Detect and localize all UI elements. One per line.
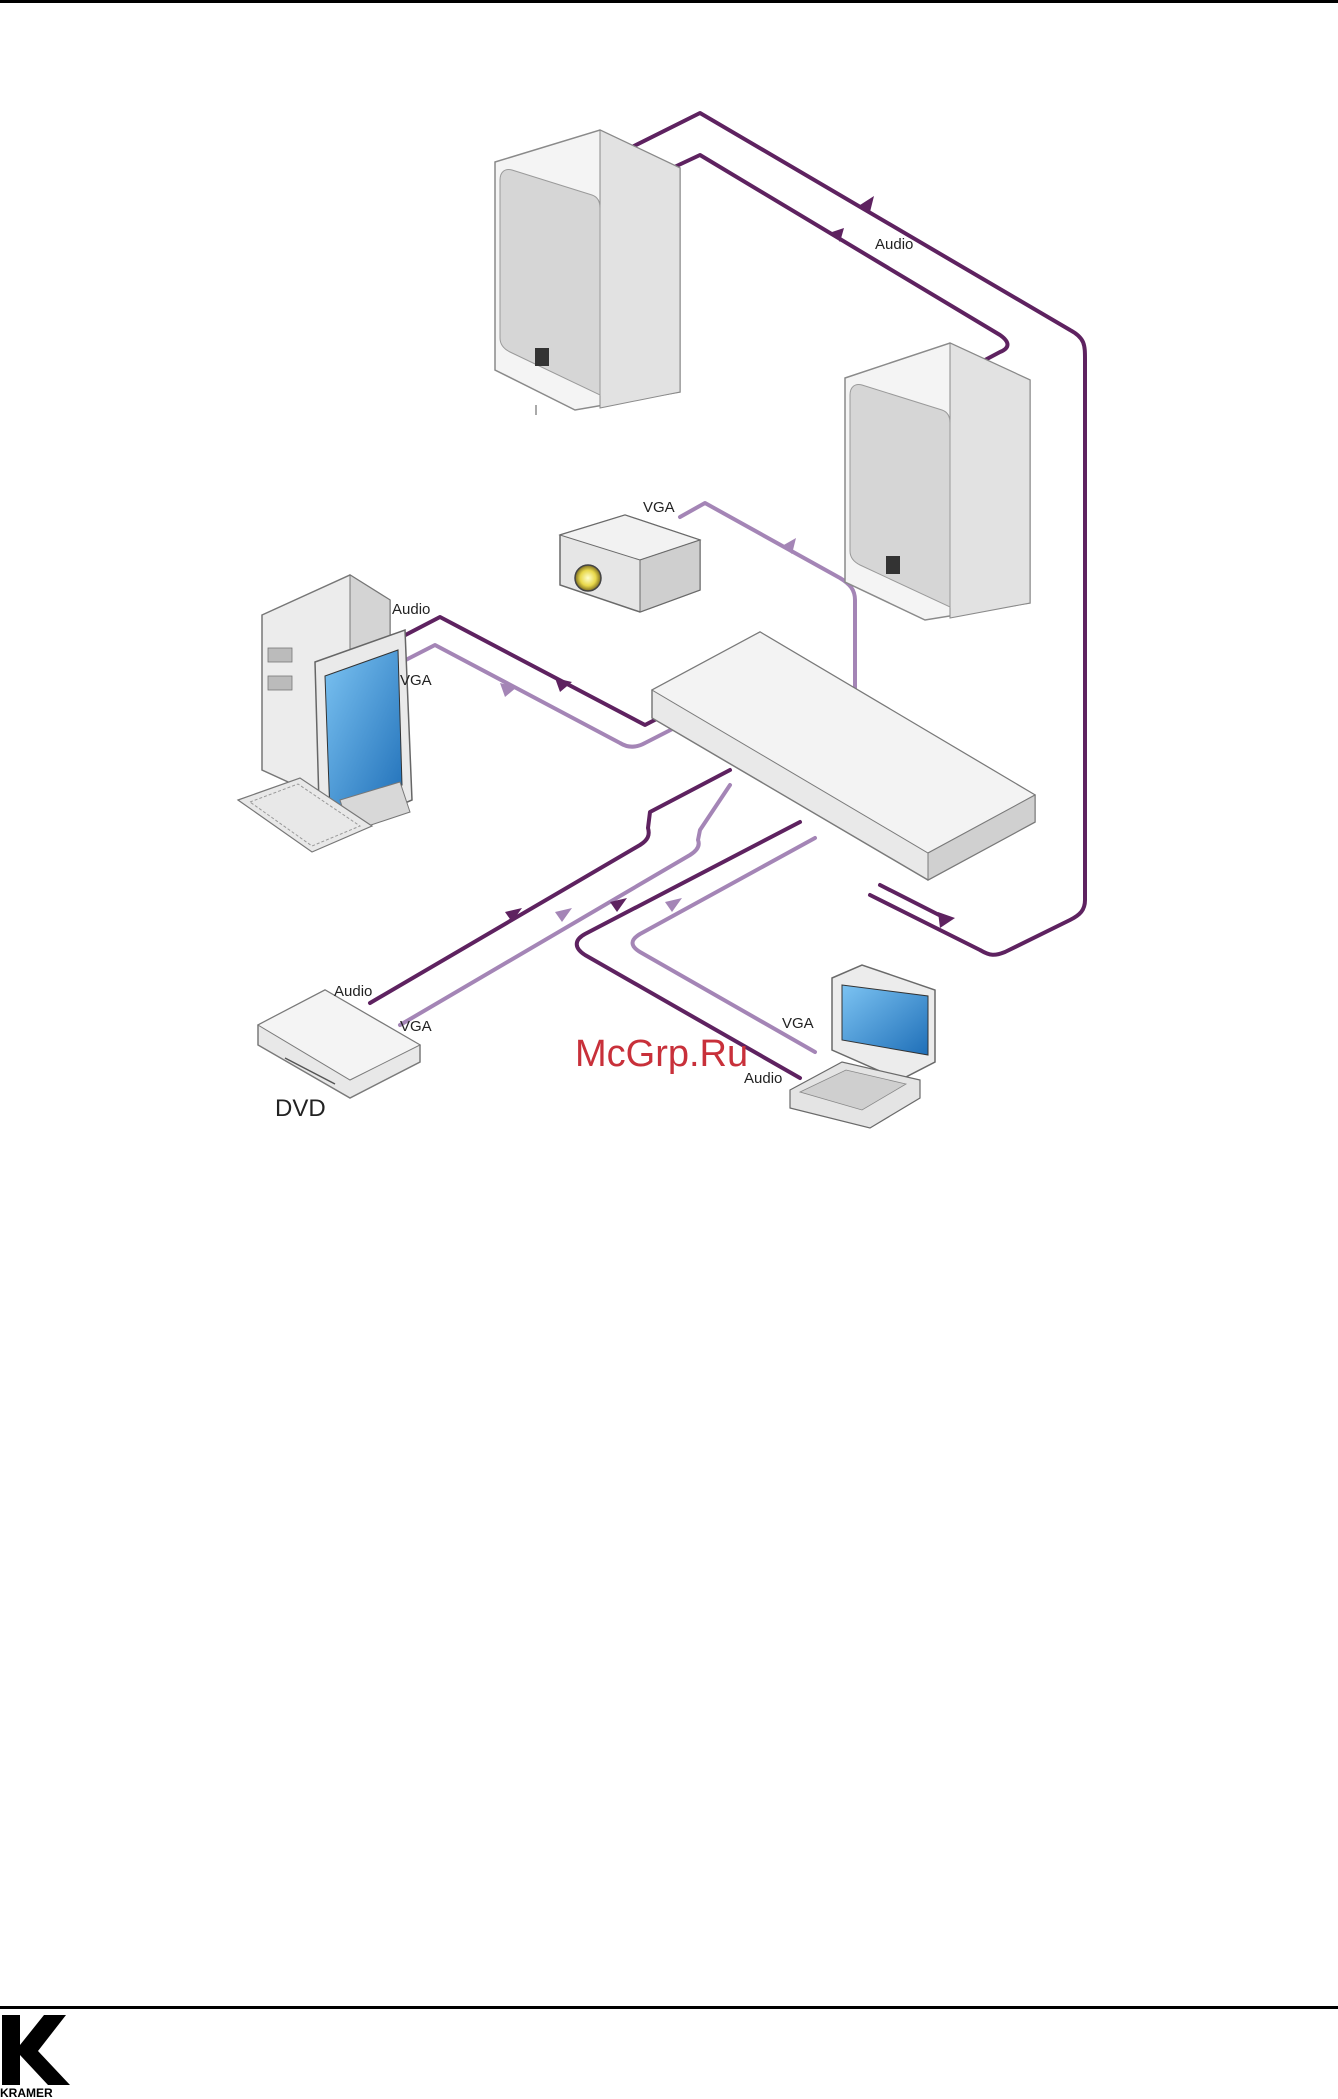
speaker-icon: [845, 343, 1030, 620]
label-audio-speakers: Audio: [875, 236, 913, 253]
speaker-audio-cable-2: [668, 155, 1008, 360]
projector-icon: [560, 515, 700, 612]
dvd-player-icon: [258, 990, 420, 1098]
desktop-computer-icon: [238, 575, 412, 852]
svg-text:KRAMER: KRAMER: [0, 2086, 53, 2099]
switcher-icon: [652, 632, 1035, 880]
pc-audio-cable: [390, 617, 670, 725]
label-audio-laptop: Audio: [744, 1070, 782, 1087]
connection-diagram: Audio VGA Audio VGA Audio VGA DVD VGA Au…: [0, 0, 1338, 1200]
footer-rule: [0, 2006, 1338, 2009]
speaker-icon: [495, 130, 680, 415]
watermark: McGrp.Ru: [575, 1033, 748, 1075]
arrow-icon: [555, 908, 572, 922]
label-vga-dvd: VGA: [400, 1018, 432, 1035]
kramer-logo-icon: KRAMER: [0, 2011, 78, 2099]
label-vga-laptop: VGA: [782, 1015, 814, 1032]
pc-vga-cable: [390, 645, 690, 747]
dvd-vga-cable: [400, 785, 730, 1025]
label-vga-projector: VGA: [643, 499, 675, 516]
arrow-icon: [665, 898, 682, 912]
output-audio-cable: [880, 885, 945, 918]
laptop-icon: [790, 965, 935, 1128]
label-dvd: DVD: [275, 1095, 326, 1122]
label-vga-pc: VGA: [400, 672, 432, 689]
label-audio-pc: Audio: [392, 601, 430, 618]
arrow-icon: [938, 912, 955, 928]
label-audio-dvd: Audio: [334, 983, 372, 1000]
